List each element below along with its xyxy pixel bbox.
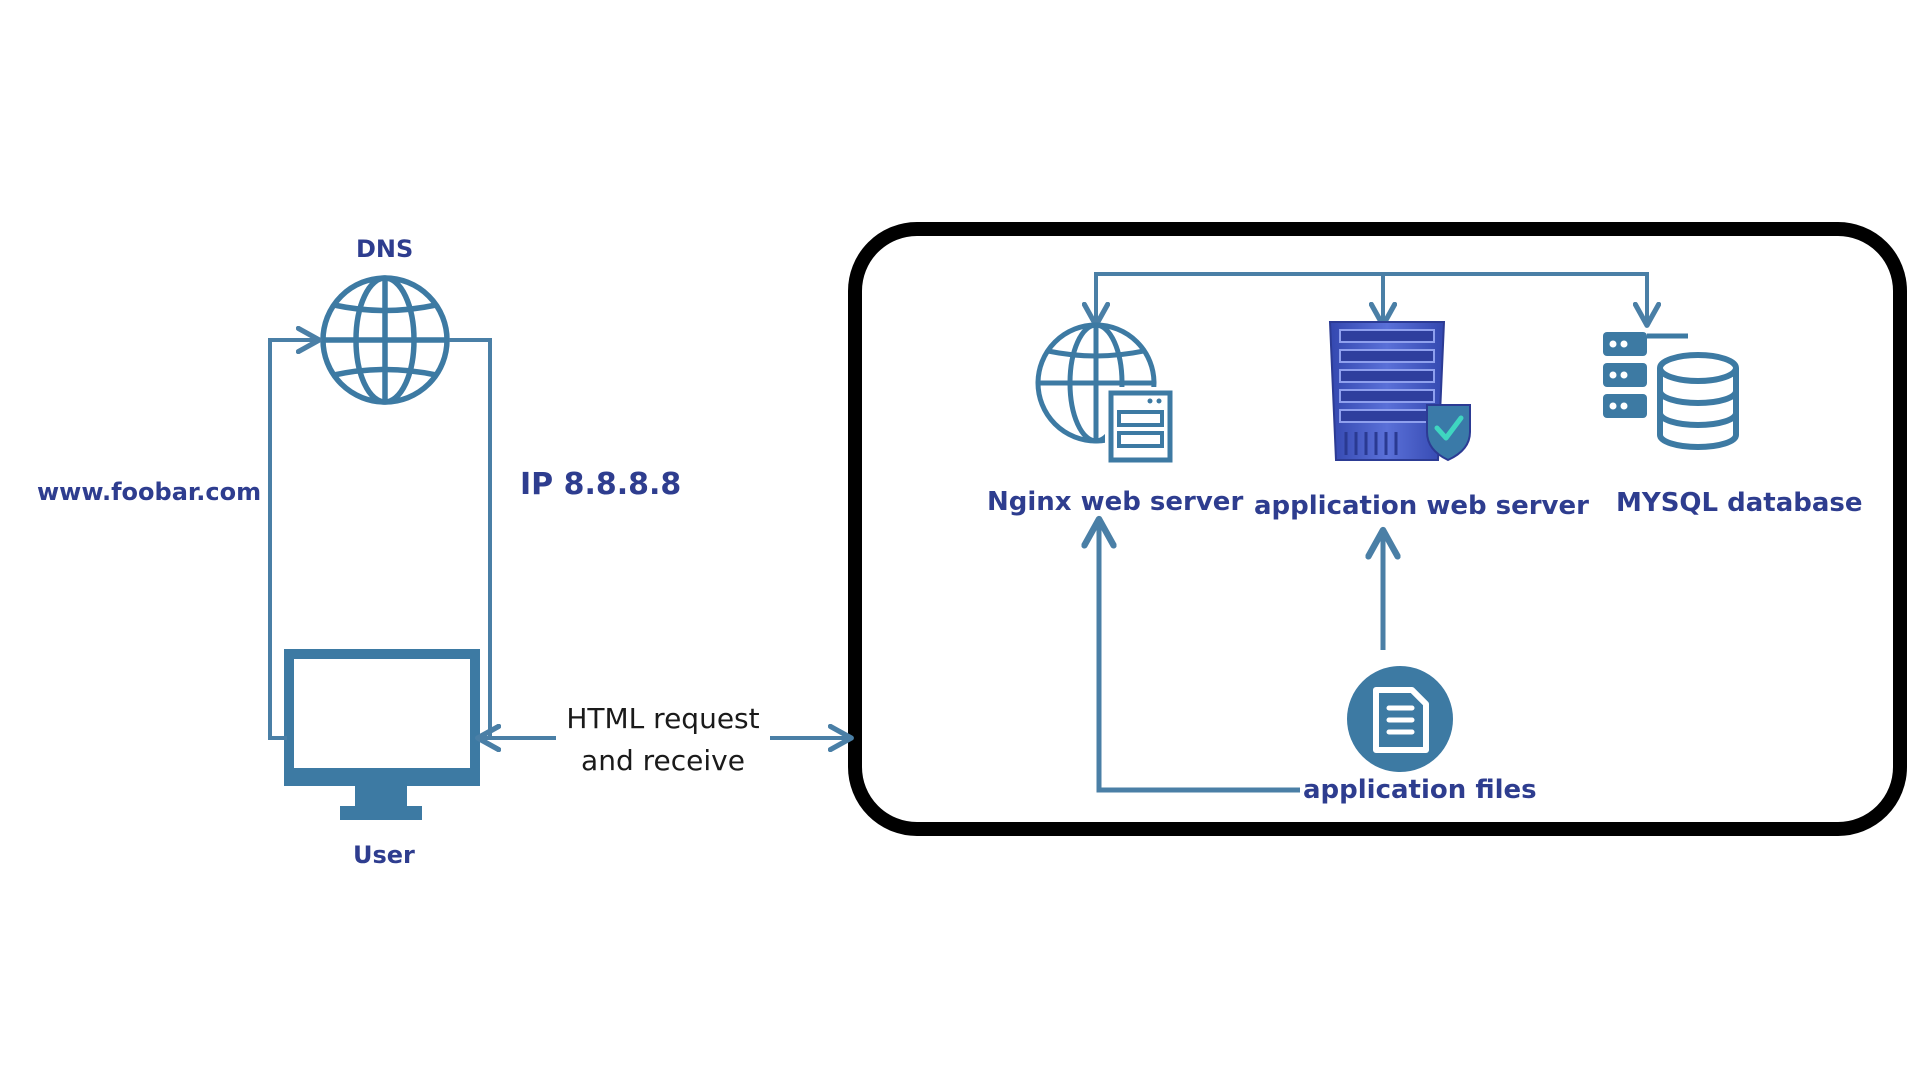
user-label: User (353, 841, 415, 869)
request-label-line2: and receive (581, 744, 745, 777)
app-server-label: application web server (1254, 491, 1589, 521)
mysql-label: MYSQL database (1616, 488, 1863, 518)
globe-server-icon (1035, 322, 1173, 465)
app-files-label: application files (1303, 775, 1537, 805)
nginx-label: Nginx web server (987, 487, 1244, 517)
ip-label: IP 8.8.8.8 (520, 467, 682, 502)
monitor-icon (284, 649, 480, 820)
domain-query-connector (268, 340, 317, 740)
database-icon (1603, 332, 1739, 450)
request-label-line1: HTML request (566, 702, 760, 735)
dns-label: DNS (356, 235, 414, 263)
request-label: HTML request and receive (556, 698, 770, 782)
domain-label: www.foobar.com (37, 478, 262, 506)
document-icon (1347, 666, 1453, 772)
globe-icon (320, 275, 450, 405)
server-rack-shield-icon (1328, 321, 1471, 462)
server-bus-connector (1096, 272, 1647, 323)
files-to-nginx-arrow (1099, 522, 1300, 793)
